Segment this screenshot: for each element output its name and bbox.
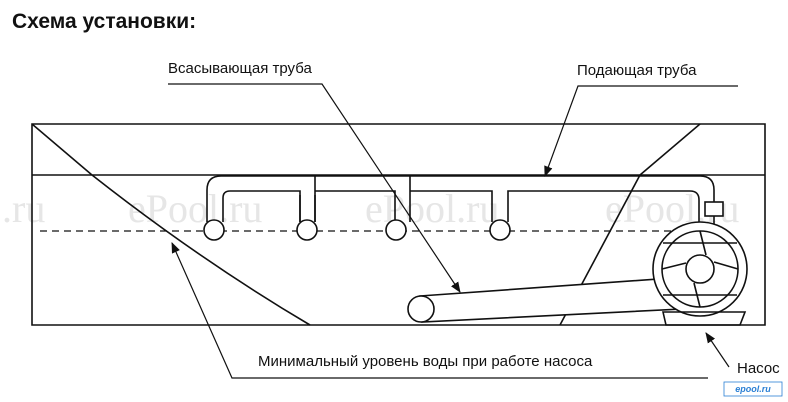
callout-suction-pipe [168,83,461,293]
logo-text: epool.ru [735,384,771,394]
pool-basin [31,123,766,326]
supply-pipe [203,175,715,241]
diagram-title: Схема установки: [12,10,196,33]
callout-pump [705,332,730,368]
callout-min-water-level [171,242,708,379]
label-supply-pipe: Подающая труба [577,62,697,79]
label-pump: Насос [737,360,780,377]
label-suction-pipe: Всасывающая труба [168,60,312,77]
watermark-text: ePool.ru [128,186,262,231]
watermark-text: ePool.ru [365,186,499,231]
label-min-water-level: Минимальный уровень воды при работе насо… [258,353,593,370]
site-logo: epool.ru [723,381,783,397]
callout-supply-pipe [544,85,738,178]
watermark-group: .ru ePool.ru ePool.ru ePool.ru [2,186,739,231]
pump [652,201,748,326]
watermark-text: .ru [2,186,45,231]
